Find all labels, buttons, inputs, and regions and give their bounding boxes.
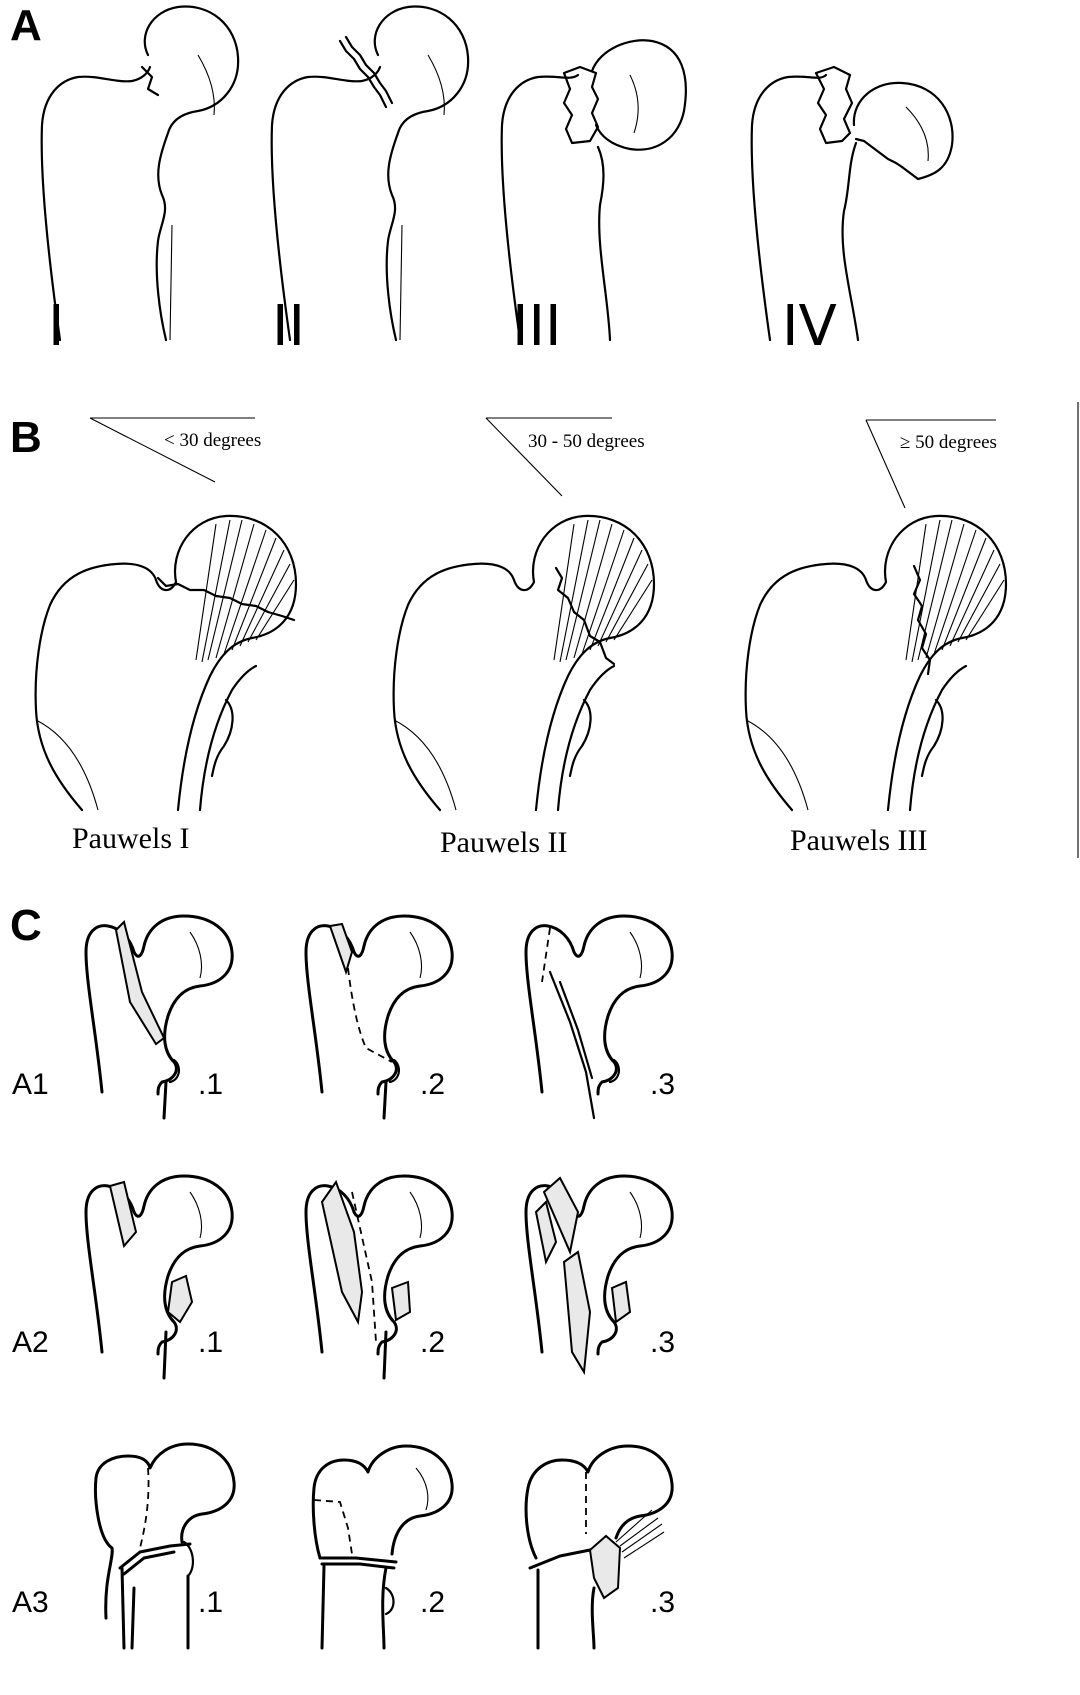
- garden-type-iii-drawing: [500, 39, 687, 342]
- pauwels-i-label: Pauwels I: [72, 822, 189, 855]
- ao-a1-2-drawing: [304, 914, 454, 1120]
- pauwels-i-drawing: [34, 514, 298, 812]
- ao-a3-sub-1-label: .1: [198, 1586, 223, 1619]
- panel-c-letter: C: [10, 901, 42, 950]
- ao-a2-row-label: A2: [12, 1326, 49, 1359]
- ao-a1-row-label: A1: [12, 1068, 49, 1101]
- pauwels-ii-label: Pauwels II: [440, 826, 567, 859]
- ao-a3-sub-2-label: .2: [420, 1586, 445, 1619]
- garden-type-ii-drawing: [270, 5, 470, 342]
- ao-a3-row: A3 .1 .2 .3: [12, 1442, 675, 1650]
- ao-a1-sub-3-label: .3: [650, 1068, 675, 1101]
- pauwels-i-angle-indicator: [89, 417, 255, 483]
- ao-a3-row-label: A3: [12, 1586, 49, 1619]
- ao-a2-sub-2-label: .2: [420, 1326, 445, 1359]
- garden-type-i-drawing: [40, 5, 240, 342]
- pauwels-iii-drawing: [744, 514, 1008, 812]
- panel-c: C A1 .1: [10, 901, 675, 1650]
- pauwels-ii-drawing: [392, 514, 656, 812]
- pauwels-iii-angle-indicator: [865, 419, 996, 509]
- pauwels-ii-angle-label: 30 - 50 degrees: [528, 431, 645, 452]
- ao-a3-2-drawing: [311, 1444, 454, 1650]
- garden-type-ii-label: II: [272, 294, 305, 359]
- pauwels-i-angle-label: < 30 degrees: [164, 430, 261, 451]
- ao-a2-sub-1-label: .1: [198, 1326, 223, 1359]
- ao-a1-sub-1-label: .1: [198, 1068, 223, 1101]
- garden-type-i-label: I: [48, 294, 65, 359]
- ao-a2-2-drawing: [304, 1174, 454, 1380]
- ao-a2-3-drawing: [524, 1174, 674, 1376]
- ao-a3-sub-3-label: .3: [650, 1586, 675, 1619]
- ao-a1-sub-2-label: .2: [420, 1068, 445, 1101]
- ao-a3-1-drawing: [94, 1442, 236, 1650]
- ao-a2-1-drawing: [84, 1174, 234, 1380]
- garden-type-iv-drawing: [750, 65, 954, 342]
- pauwels-iii-angle-label: ≥ 50 degrees: [900, 432, 997, 453]
- panel-b: B < 30 degrees 30 - 50 degrees ≥ 50 degr…: [10, 402, 1079, 859]
- pauwels-ii-angle-indicator: [485, 417, 612, 497]
- panel-a: A I II III IV: [10, 1, 954, 359]
- ao-a1-1-drawing: [84, 914, 234, 1120]
- garden-type-iv-label: IV: [782, 294, 837, 359]
- ao-a3-3-drawing: [524, 1444, 674, 1650]
- garden-type-iii-label: III: [512, 294, 562, 359]
- panel-b-letter: B: [10, 413, 42, 462]
- ao-a1-3-drawing: [524, 914, 674, 1120]
- pauwels-iii-label: Pauwels III: [790, 824, 927, 857]
- ao-a1-row: A1 .1 .2 .3: [12, 914, 675, 1120]
- panel-a-letter: A: [10, 1, 42, 50]
- ao-a2-sub-3-label: .3: [650, 1326, 675, 1359]
- ao-a2-row: A2 .1 .2 .3: [12, 1174, 675, 1380]
